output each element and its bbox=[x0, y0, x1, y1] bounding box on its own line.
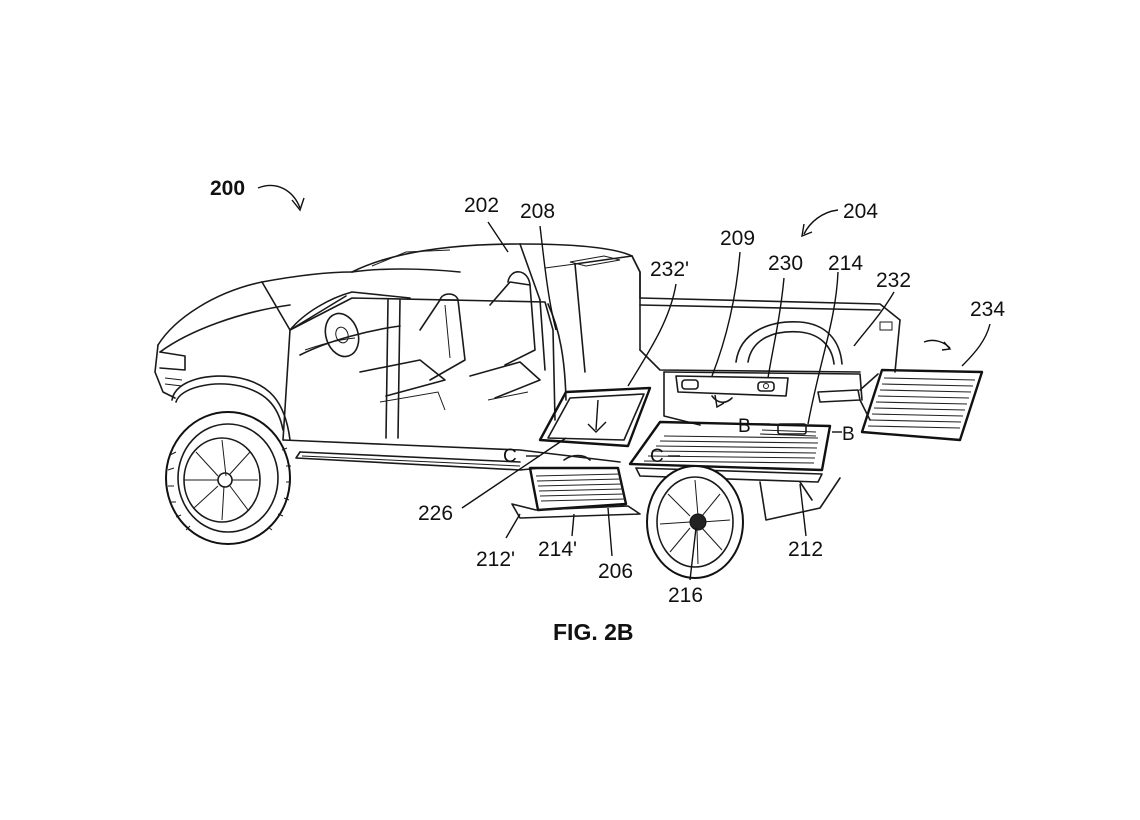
section-markers: C C B B bbox=[503, 416, 855, 467]
label-232: 232 bbox=[876, 269, 911, 292]
section-b-left: B bbox=[738, 416, 751, 437]
gear-tunnel-door bbox=[675, 375, 789, 409]
rear-wheel bbox=[646, 465, 744, 579]
reference-labels: 200 202 208 204 209 232' 230 214 232 234… bbox=[210, 177, 1005, 607]
step-assembly-rear bbox=[628, 420, 841, 521]
label-232-prime: 232' bbox=[650, 258, 689, 281]
truck-bed bbox=[574, 255, 901, 426]
label-234: 234 bbox=[970, 298, 1005, 321]
section-c-left: C bbox=[503, 446, 517, 467]
section-b-right: B bbox=[842, 424, 855, 445]
label-226: 226 bbox=[418, 502, 453, 525]
label-204: 204 bbox=[843, 200, 878, 223]
label-214-prime: 214' bbox=[538, 538, 577, 561]
label-230: 230 bbox=[768, 252, 803, 275]
figure-caption: FIG. 2B bbox=[553, 619, 634, 645]
tailgate bbox=[859, 339, 984, 442]
front-wheel bbox=[165, 375, 291, 545]
label-200: 200 bbox=[210, 177, 245, 200]
label-214: 214 bbox=[828, 252, 863, 275]
truck-body bbox=[154, 243, 641, 471]
label-216: 216 bbox=[668, 584, 703, 607]
label-206: 206 bbox=[598, 560, 633, 583]
step-assembly-front bbox=[511, 386, 652, 519]
leader-lines bbox=[257, 184, 991, 581]
label-212: 212 bbox=[788, 538, 823, 561]
cab-interior bbox=[299, 271, 541, 411]
section-c-right: C bbox=[650, 446, 664, 467]
label-212-prime: 212' bbox=[476, 548, 515, 571]
label-202: 202 bbox=[464, 194, 499, 217]
label-208: 208 bbox=[520, 200, 555, 223]
label-209: 209 bbox=[720, 227, 755, 250]
